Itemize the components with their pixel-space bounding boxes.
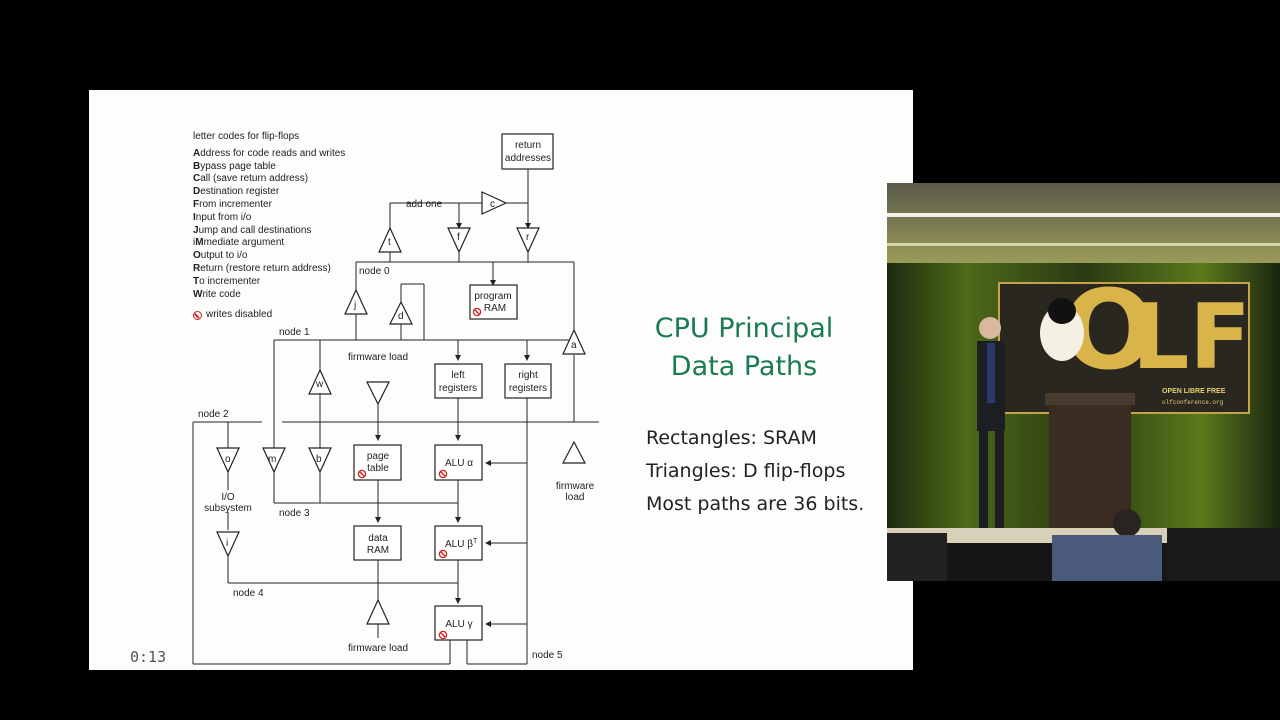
alu-gamma-label: ALU γ	[445, 619, 472, 630]
slide-title-line1: CPU Principal	[654, 313, 834, 344]
point-paths: Most paths are 36 bits.	[646, 493, 865, 515]
legend-item-text: o incrementer	[199, 275, 261, 287]
return-addresses-label: return	[515, 140, 541, 151]
right-registers-label-2: registers	[509, 383, 547, 394]
legend-item-key: R	[193, 262, 201, 274]
legend-item-key: A	[193, 147, 201, 159]
ff-a-label: a	[571, 340, 577, 351]
firmware-load-right-label: firmware	[556, 481, 595, 492]
video-timecode: 0:13	[130, 648, 167, 666]
speaker-camera-feed: O LF OPEN LIBRE FREE olfconference.org	[887, 183, 1280, 581]
ff-d-label: d	[398, 311, 404, 322]
legend-item-key: B	[193, 160, 201, 172]
legend-item: From incrementer	[193, 199, 345, 212]
legend-item: Write code	[193, 289, 345, 302]
ff-i-label: i	[226, 538, 228, 549]
legend-item: Return (restore return address)	[193, 263, 345, 276]
ff-f-label: f	[457, 232, 460, 243]
ff-t-label: t	[388, 237, 391, 248]
io-subsystem-label-2: subsystem	[204, 503, 252, 514]
legend-heading: letter codes for flip-flops	[193, 131, 300, 142]
legend-item-key: I	[193, 211, 196, 223]
legend-item-text: ypass page table	[200, 160, 276, 172]
ff-b-label: b	[316, 454, 322, 465]
alu-beta-text: ALU β	[445, 539, 473, 550]
writes-disabled-label: writes disabled	[206, 309, 273, 321]
point-rectangles: Rectangles: SRAM	[646, 427, 817, 449]
node4-label: node 4	[233, 588, 264, 599]
slide-title-line2: Data Paths	[670, 351, 818, 382]
firmware-load-bottom-label: firmware load	[348, 643, 408, 654]
legend-item-text: mediate argument	[203, 237, 285, 249]
page-table-label: page	[367, 451, 390, 462]
legend-item: Call (save return address)	[193, 173, 345, 186]
legend-item: Destination register	[193, 186, 345, 199]
ff-j-label: j	[353, 300, 356, 311]
data-ram-label: data	[368, 533, 388, 544]
banner-url: olfconference.org	[1162, 399, 1224, 406]
legend-item-prefix: i	[193, 237, 196, 249]
legend-item-text: estination register	[200, 186, 280, 198]
legend-item-key: O	[193, 250, 201, 262]
slide-points: Rectangles: SRAM Triangles: D flip-flops…	[646, 422, 864, 521]
alu-beta-label: ALU βT	[445, 538, 478, 550]
stage-scene: O LF OPEN LIBRE FREE olfconference.org	[887, 183, 1280, 581]
legend-item-key: D	[193, 186, 201, 198]
point-triangles: Triangles: D flip-flops	[646, 460, 846, 482]
legend-item-key: C	[193, 173, 201, 185]
legend-item-text: nput from i/o	[195, 211, 252, 223]
legend-item-key: F	[193, 198, 200, 210]
ff-m-label: m	[268, 454, 276, 465]
legend-item-key: J	[193, 224, 199, 236]
node1-label: node 1	[279, 327, 310, 338]
io-subsystem-label: I/O	[221, 492, 235, 503]
legend-item-text: utput to i/o	[200, 250, 248, 262]
slide-title: CPU Principal Data Paths	[649, 310, 913, 386]
presentation-slide: letter codes for flip-flops Address for …	[89, 90, 913, 670]
left-registers-label: left	[451, 370, 465, 381]
legend-item: To incrementer	[193, 276, 345, 289]
alu-beta-superscript: T	[473, 538, 478, 545]
legend-item-text: ump and call destinations	[198, 224, 312, 236]
flip-flop-legend: letter codes for flip-flops Address for …	[193, 131, 345, 322]
legend-item: Input from i/o	[193, 212, 345, 225]
alu-alpha-label: ALU α	[445, 458, 473, 469]
legend-item-text: ddress for code reads and writes	[200, 147, 346, 159]
ff-r-label: r	[526, 232, 530, 243]
page-table-label-2: table	[367, 463, 389, 474]
legend-item-key: M	[195, 237, 204, 249]
node2-label: node 2	[198, 409, 229, 420]
node0-label: node 0	[359, 266, 390, 277]
legend-item: Bypass page table	[193, 161, 345, 174]
legend-item-text: rom incrementer	[199, 198, 272, 210]
banner-logo-lf: LF	[1132, 285, 1251, 390]
legend-item: Address for code reads and writes	[193, 148, 345, 161]
legend-item-key: W	[193, 288, 203, 300]
program-ram-label-2: RAM	[484, 303, 506, 314]
return-addresses-label-2: addresses	[505, 153, 551, 164]
firmware-load-top-label: firmware load	[348, 352, 408, 363]
firmware-load-right-label-2: load	[566, 492, 585, 503]
right-registers-label: right	[518, 370, 538, 381]
writes-disabled-legend: writes disabled	[193, 309, 345, 322]
node5-label: node 5	[532, 650, 563, 661]
legend-item-text: all (save return address)	[200, 173, 309, 185]
add-one-label: add one	[406, 199, 443, 210]
legend-item-text: rite code	[202, 288, 241, 300]
data-ram-label-2: RAM	[367, 545, 389, 556]
ff-c-label: c	[490, 199, 495, 210]
legend-item-text: eturn (restore return address)	[200, 262, 331, 274]
legend-item: iMmediate argument	[193, 237, 345, 250]
left-registers-label-2: registers	[439, 383, 477, 394]
legend-item: Output to i/o	[193, 250, 345, 263]
banner-tagline: OPEN LIBRE FREE	[1162, 388, 1226, 395]
disabled-icon	[193, 311, 202, 321]
legend-item: Jump and call destinations	[193, 225, 345, 238]
data-path-diagram: return addresses add one c t f r node 0 …	[192, 133, 599, 665]
legend-item-key: T	[193, 275, 200, 287]
ff-o-label: o	[225, 454, 231, 465]
node3-label: node 3	[279, 508, 310, 519]
program-ram-label: program	[474, 291, 511, 302]
ff-w-label: w	[315, 379, 324, 390]
